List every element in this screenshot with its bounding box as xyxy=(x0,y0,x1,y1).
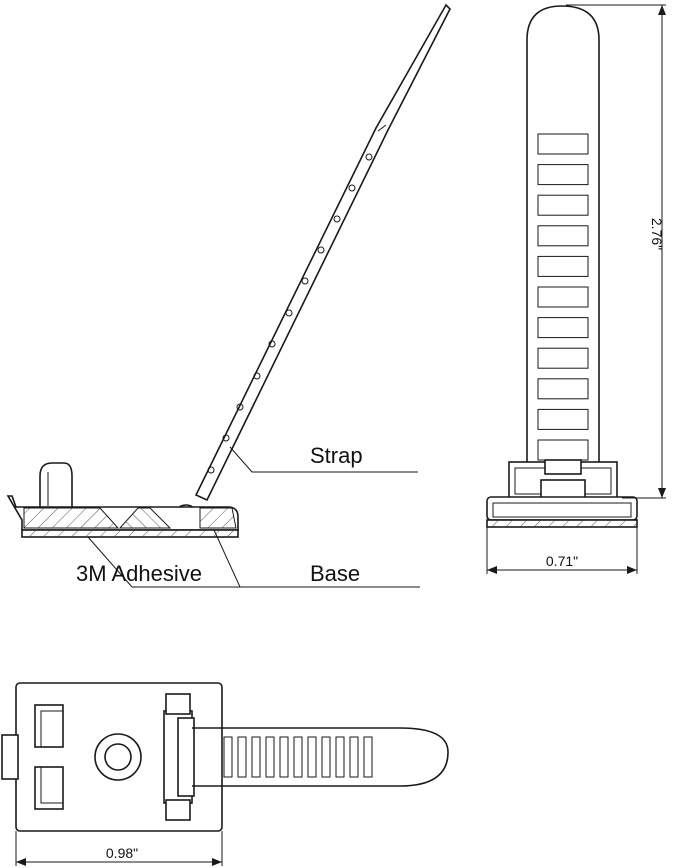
strap-label: Strap xyxy=(310,443,363,468)
strap-tooth xyxy=(317,246,325,254)
strap-top-slot xyxy=(363,736,373,778)
top-view: 0.98" xyxy=(1,682,449,866)
strap-tooth xyxy=(365,153,373,161)
strap-tooth xyxy=(348,184,356,192)
strap-top xyxy=(175,727,449,787)
strap-tooth xyxy=(236,403,244,411)
strap-tooth xyxy=(285,309,293,317)
base-leader xyxy=(213,529,420,588)
width-dimension: 0.71" xyxy=(486,527,638,574)
front-view: 2.76" 0.71" xyxy=(486,4,666,574)
strap-leader xyxy=(229,446,418,473)
base-label: Base xyxy=(310,561,360,586)
width-dimension-text: 0.71" xyxy=(546,553,578,569)
strap-tooth xyxy=(207,466,215,474)
strap-slot xyxy=(537,286,589,308)
strap-top-slot xyxy=(237,736,247,778)
center-post-top xyxy=(94,733,142,781)
base-post xyxy=(39,462,73,507)
strap-slot xyxy=(537,408,589,430)
strap-slot xyxy=(537,164,589,186)
strap-slot xyxy=(537,133,589,155)
base-length-dimension-text: 0.98" xyxy=(106,845,138,861)
adhesive-label: 3M Adhesive xyxy=(76,561,202,586)
strap-slot xyxy=(537,317,589,339)
strap-top-slot xyxy=(307,736,317,778)
strap-top-slot xyxy=(349,736,359,778)
strap-top-slot xyxy=(279,736,289,778)
height-dimension-text: 2.76" xyxy=(649,218,665,250)
strap-slot xyxy=(537,347,589,369)
strap-tooth xyxy=(333,215,341,223)
base-length-dimension: 0.98" xyxy=(15,831,223,866)
strap-top-slot xyxy=(251,736,261,778)
strap-teeth xyxy=(207,153,373,474)
strap-tooth xyxy=(222,434,230,442)
strap-top-slot xyxy=(223,736,233,778)
strap-slot xyxy=(537,194,589,216)
strap-slots xyxy=(537,133,589,461)
side-view: Strap Base 3M Adhesive xyxy=(6,3,451,588)
height-dimension: 2.76" xyxy=(566,4,666,499)
strap-top-slot xyxy=(335,736,345,778)
strap-tooth xyxy=(253,372,261,380)
pad-lower xyxy=(34,766,64,810)
adhesive-leader xyxy=(87,536,240,588)
strap-slot xyxy=(537,255,589,277)
strap-top-slot xyxy=(265,736,275,778)
strap-top-slot xyxy=(321,736,331,778)
strap-slot xyxy=(537,225,589,247)
strap-side xyxy=(194,3,451,502)
strap-slot xyxy=(537,378,589,400)
strap-top-slot xyxy=(293,736,303,778)
strap-tooth xyxy=(268,340,276,348)
strap-tooth xyxy=(301,277,309,285)
